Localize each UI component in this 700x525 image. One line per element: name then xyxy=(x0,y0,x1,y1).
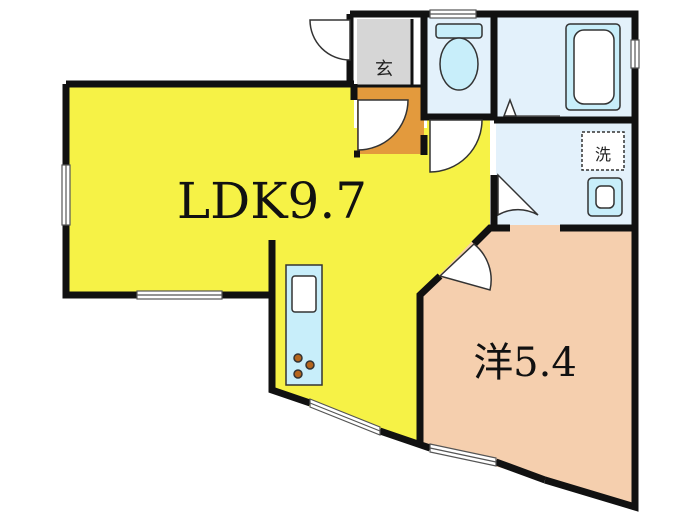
entrance-inner-door xyxy=(357,99,409,151)
fixtures xyxy=(285,23,625,386)
kitchen-sink xyxy=(291,275,317,313)
laundry-label: 洗 xyxy=(595,145,611,164)
entrance-label: 玄 xyxy=(375,59,393,80)
ldk-label: LDK9.7 xyxy=(177,172,367,230)
entrance-tile xyxy=(357,19,412,86)
stove-burner xyxy=(305,360,315,370)
toilet-door xyxy=(429,119,483,173)
bathtub-inner xyxy=(573,29,615,105)
doors xyxy=(309,19,539,291)
western-room-door xyxy=(438,243,492,291)
stove-burner xyxy=(293,353,303,363)
ldk-floor xyxy=(68,85,490,445)
washbasin-bowl xyxy=(595,185,615,209)
windows xyxy=(61,9,640,467)
western-room-label: 洋5.4 xyxy=(473,340,577,386)
western-room-floor xyxy=(420,225,633,505)
toilet-tank xyxy=(435,23,483,39)
walls xyxy=(62,10,639,512)
washing-machine-spot xyxy=(581,131,625,171)
stove-burner xyxy=(293,369,303,379)
shower-head xyxy=(502,97,518,117)
thin-walls xyxy=(354,19,424,88)
washroom-door xyxy=(497,173,539,217)
front-door xyxy=(309,19,351,61)
toilet-bowl xyxy=(439,37,479,91)
